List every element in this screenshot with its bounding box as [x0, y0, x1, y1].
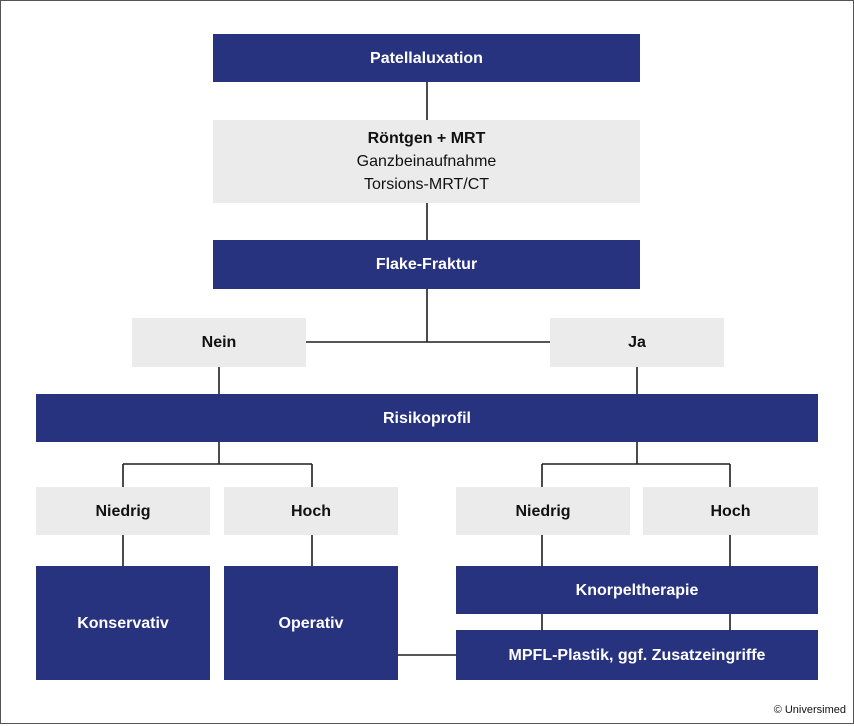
patellaluxation-box: Patellaluxation: [213, 34, 640, 82]
konservativ-label: Konservativ: [77, 614, 169, 632]
operativ-label: Operativ: [278, 614, 344, 632]
right-niedrig-label: Niedrig: [515, 502, 571, 520]
flake-fraktur-label: Flake-Fraktur: [375, 256, 478, 273]
knorpeltherapie-label: Knorpeltherapie: [575, 581, 699, 599]
left-hoch-box: Hoch: [224, 487, 398, 535]
flake-fraktur-box: Flake-Fraktur: [213, 240, 640, 289]
nein-label: Nein: [201, 334, 237, 351]
risikoprofil-label: Risikoprofil: [382, 409, 471, 427]
right-niedrig-box: Niedrig: [456, 487, 630, 535]
ja-box: Ja: [550, 318, 724, 367]
imaging-title: Röntgen + MRT: [367, 130, 486, 147]
ja-label: Ja: [628, 334, 646, 351]
right-hoch-label: Hoch: [710, 502, 751, 520]
konservativ-box: Konservativ: [36, 566, 210, 680]
left-niedrig-box: Niedrig: [36, 487, 210, 535]
risikoprofil-box: Risikoprofil: [36, 394, 818, 442]
mpfl-box: MPFL-Plastik, ggf. Zusatzeingriffe: [456, 630, 818, 680]
left-hoch-label: Hoch: [291, 502, 331, 520]
left-niedrig-label: Niedrig: [95, 502, 151, 520]
imaging-line-1: Ganzbeinaufnahme: [356, 153, 497, 170]
mpfl-label: MPFL-Plastik, ggf. Zusatzeingriffe: [508, 646, 766, 664]
copyright-notice: © Universimed: [773, 704, 846, 716]
imaging-line-2: Torsions-MRT/CT: [363, 176, 490, 193]
patellaluxation-label: Patellaluxation: [370, 49, 483, 67]
right-hoch-box: Hoch: [643, 487, 818, 535]
imaging-box: Röntgen + MRT Ganzbeinaufnahme Torsions-…: [213, 120, 640, 203]
knorpeltherapie-box: Knorpeltherapie: [456, 566, 818, 614]
nein-box: Nein: [132, 318, 306, 367]
operativ-box: Operativ: [224, 566, 398, 680]
